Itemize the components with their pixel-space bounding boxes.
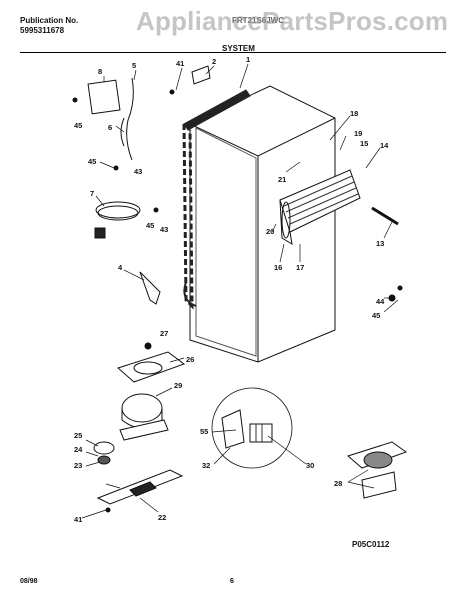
condenser-coil <box>279 169 361 245</box>
callout-4: 4 <box>118 263 123 272</box>
callout-41: 41 <box>176 59 184 68</box>
leader-lines <box>81 63 399 519</box>
grommet <box>93 441 115 455</box>
callout-15: 15 <box>360 139 368 148</box>
footer-date: 08/98 <box>20 578 38 585</box>
diagram-code: P05C0112 <box>352 540 390 549</box>
tubing-6 <box>120 117 125 147</box>
callout-41: 41 <box>74 515 82 524</box>
callout-28: 28 <box>334 479 342 488</box>
callout-45: 45 <box>372 311 380 320</box>
compressor-tray <box>117 351 186 383</box>
drier <box>371 206 399 226</box>
callout-22: 22 <box>158 513 166 522</box>
callout-45: 45 <box>146 221 154 230</box>
callout-1: 1 <box>246 55 250 64</box>
callout-23: 23 <box>74 461 82 470</box>
callout-17: 17 <box>296 263 304 272</box>
callout-labels: 1 2 41 8 5 45 6 45 43 7 45 43 4 18 19 15… <box>74 55 389 524</box>
publication-number: 5995311678 <box>20 26 65 35</box>
bracket-4 <box>139 271 161 305</box>
callout-24: 24 <box>74 445 83 454</box>
page-number: 6 <box>230 578 234 585</box>
callout-20: 20 <box>266 227 274 236</box>
evaporator-cover <box>87 79 121 115</box>
callout-29: 29 <box>174 381 182 390</box>
model-number: FRT21S6JWC <box>232 16 285 25</box>
header-rule <box>20 52 446 53</box>
callout-30: 30 <box>306 461 314 470</box>
callout-27: 27 <box>160 329 168 338</box>
callout-45: 45 <box>88 157 96 166</box>
publication-label: Publication No. <box>20 16 79 25</box>
callout-16: 16 <box>274 263 282 272</box>
section-title: SYSTEM <box>222 44 255 53</box>
callout-43: 43 <box>134 167 142 176</box>
callout-7: 7 <box>90 189 94 198</box>
door-seal-bottom <box>183 281 197 307</box>
callout-19: 19 <box>354 129 362 138</box>
relay-assembly <box>211 387 293 469</box>
callout-14: 14 <box>380 141 389 150</box>
callout-45: 45 <box>74 121 82 130</box>
callout-8: 8 <box>98 67 102 76</box>
callout-32: 32 <box>202 461 210 470</box>
compressor-alt <box>346 441 408 499</box>
callout-44: 44 <box>376 297 385 306</box>
callout-6: 6 <box>108 123 112 132</box>
door-seal <box>183 89 251 131</box>
callout-43: 43 <box>160 225 168 234</box>
callout-13: 13 <box>376 239 384 248</box>
power-cord <box>94 201 141 239</box>
compressor <box>119 393 169 441</box>
callout-26: 26 <box>186 355 194 364</box>
tubing-5 <box>126 77 134 161</box>
callout-25: 25 <box>74 431 82 440</box>
cabinet <box>189 85 336 363</box>
callout-55: 55 <box>200 427 208 436</box>
callout-21: 21 <box>278 175 286 184</box>
clip-2 <box>191 65 211 85</box>
callout-5: 5 <box>132 61 136 70</box>
callout-18: 18 <box>350 109 358 118</box>
watermark: AppliancePartsPros.com <box>136 6 449 36</box>
callout-2: 2 <box>212 57 216 66</box>
